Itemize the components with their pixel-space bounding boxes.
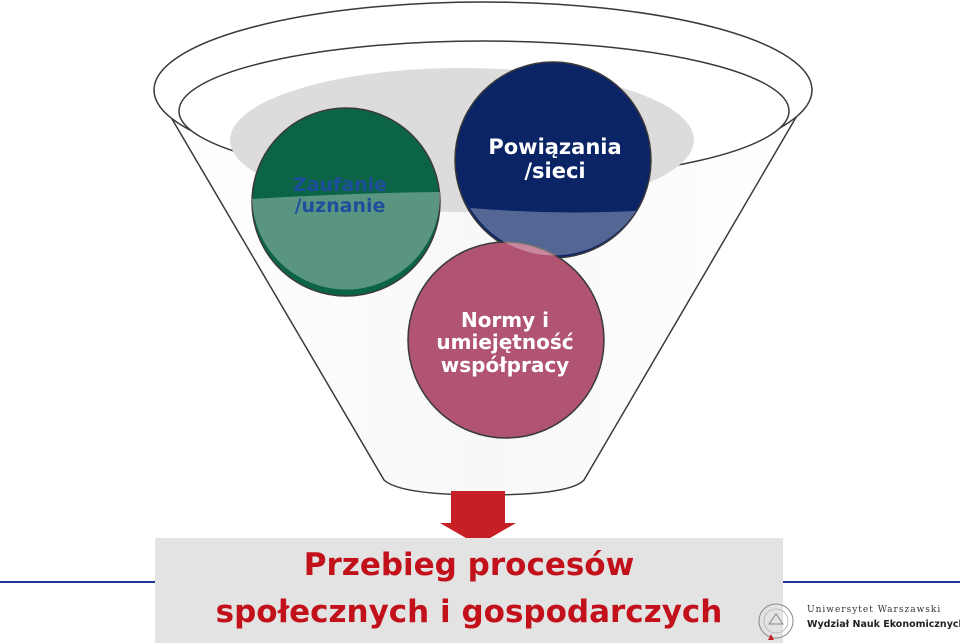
circle-networks-label-line2: /sieci: [524, 158, 586, 183]
result-line1: Przebieg procesów: [303, 547, 635, 583]
overlay-networks: [470, 208, 636, 256]
circle-norms-label-line2: umiejętność: [436, 330, 574, 355]
circle-trust-label-line1: Zaufanie: [292, 174, 388, 196]
accent-line-right: [783, 581, 960, 583]
circle-norms-label-line3: współpracy: [440, 352, 570, 377]
university-seal-icon: [758, 603, 794, 640]
logo-faculty-name: Wydział Nauk Ekonomicznych: [807, 619, 960, 630]
university-logo: Uniwersytet Warszawski Wydział Nauk Ekon…: [755, 600, 960, 643]
down-arrow-icon: [440, 491, 516, 545]
circle-norms-label: Normy i umiejętność współpracy: [420, 308, 590, 377]
result-line2: społecznych i gospodarczych: [215, 593, 723, 630]
result-text: Przebieg procesów społecznych i gospodar…: [155, 542, 783, 635]
circle-trust: [251, 107, 441, 297]
circle-networks-label-line1: Powiązania: [488, 135, 622, 159]
circle-norms: [407, 241, 605, 439]
circle-trust-label: Zaufanie /uznanie: [265, 174, 415, 218]
accent-line-left: [0, 581, 155, 583]
overlay-trust: [252, 192, 441, 290]
result-box: [155, 538, 783, 643]
logo-university-name: Uniwersytet Warszawski: [807, 605, 942, 615]
circle-norms-label-line1: Normy i: [460, 308, 550, 332]
circle-trust-label-line2: /uznanie: [294, 195, 386, 218]
circle-networks-label: Powiązania /sieci: [470, 135, 640, 183]
